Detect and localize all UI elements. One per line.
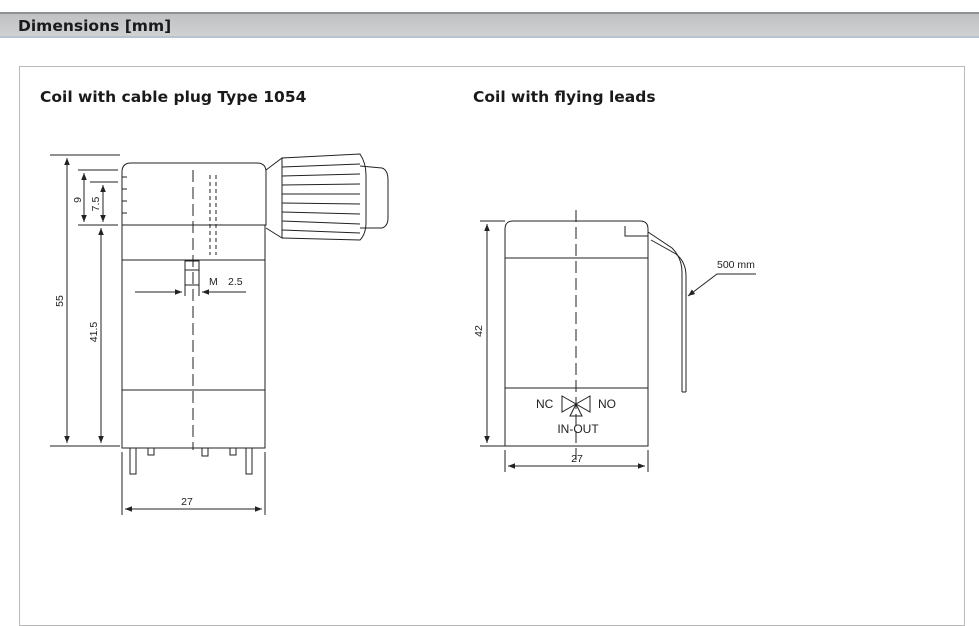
left-coil-drawing xyxy=(50,153,389,515)
left-pin xyxy=(245,447,253,475)
right-coil-drawing xyxy=(480,210,756,472)
right-dimension-labels: 42 27 500 mm NC NO IN-OUT xyxy=(473,259,755,465)
dim-label-500mm: 500 mm xyxy=(717,259,755,271)
dim-label-42: 42 xyxy=(473,325,485,337)
left-drawing-title: Coil with cable plug Type 1054 xyxy=(40,88,307,106)
dim-label-55: 55 xyxy=(54,295,66,307)
dim-label-27-right: 27 xyxy=(571,453,583,465)
dim-label-2-5: 2.5 xyxy=(228,276,243,288)
left-plug-cap xyxy=(121,162,267,226)
valve-label-nc: NC xyxy=(536,397,554,411)
left-screw-head xyxy=(184,260,200,286)
left-pin xyxy=(147,447,155,456)
valve-label-in-out: IN-OUT xyxy=(557,422,599,436)
dim-label-m: M xyxy=(209,276,218,288)
left-pin xyxy=(129,447,137,475)
left-pin xyxy=(201,447,209,457)
right-coil-top xyxy=(504,220,649,259)
technical-drawings: 55 41.5 9 7.5 M 2.5 27 xyxy=(50,153,756,515)
dim-label-9: 9 xyxy=(72,197,84,203)
section-header-bar: Dimensions [mm] xyxy=(0,12,979,38)
left-pin xyxy=(229,447,237,456)
dim-label-7-5: 7.5 xyxy=(90,197,102,212)
valve-label-no: NO xyxy=(598,397,616,411)
right-drawing-title: Coil with flying leads xyxy=(473,88,656,106)
left-dimension-labels: 55 41.5 9 7.5 M 2.5 27 xyxy=(54,197,243,508)
dimensions-panel xyxy=(19,66,965,626)
dim-label-41-5: 41.5 xyxy=(88,322,100,343)
valve-symbol xyxy=(561,395,591,417)
section-title: Dimensions [mm] xyxy=(18,17,172,35)
left-cable-plug xyxy=(265,153,389,241)
dim-label-27-left: 27 xyxy=(181,496,193,508)
